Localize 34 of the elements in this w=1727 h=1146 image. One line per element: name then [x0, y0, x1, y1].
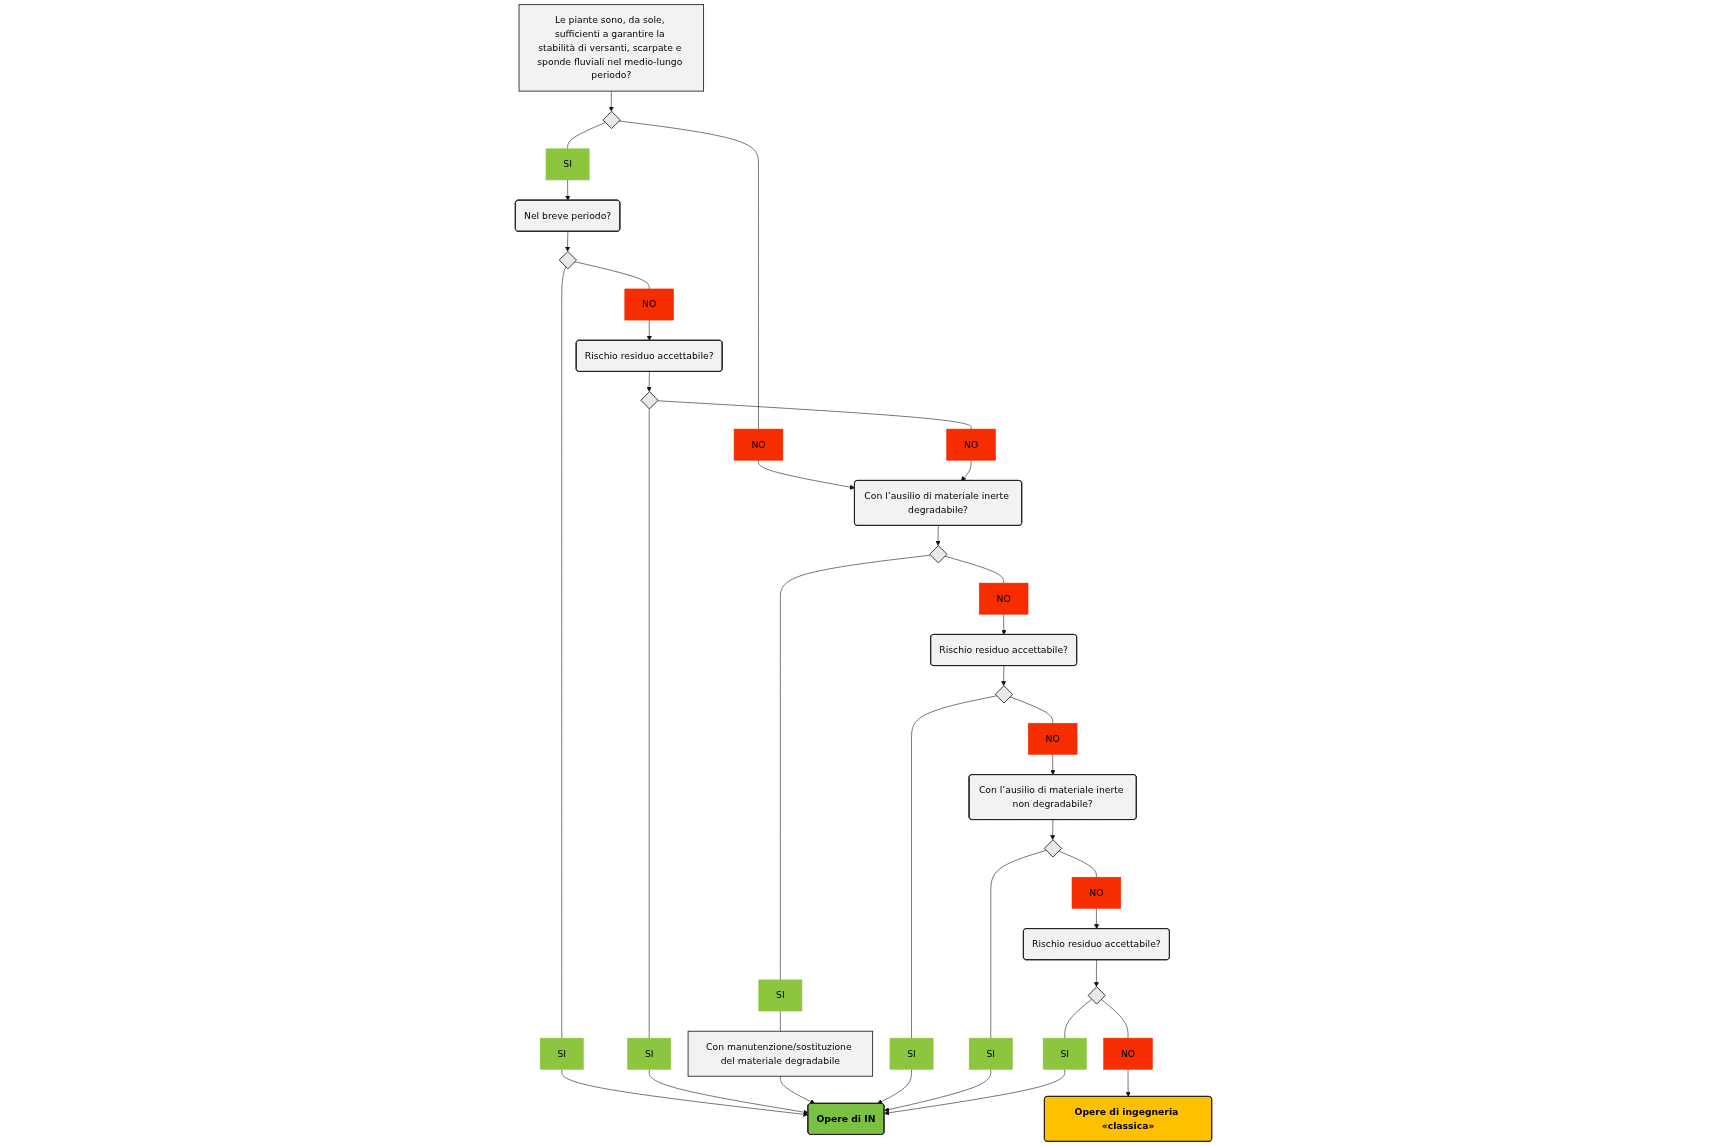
connector: [911, 695, 997, 1039]
node-box: NO: [1103, 1037, 1153, 1070]
node-box: NO: [979, 582, 1029, 615]
connector: [648, 408, 650, 1039]
node-diamond: [1043, 839, 1063, 858]
connector: [618, 120, 759, 430]
node-box: SI: [968, 1037, 1013, 1070]
node-box: SI: [758, 979, 803, 1012]
node-box: NO: [733, 428, 784, 461]
node-box: SI: [539, 1037, 584, 1070]
node-diamond: [929, 545, 948, 564]
node-diamond: [1087, 986, 1106, 1005]
node-box: NO: [946, 428, 996, 461]
connector: [1100, 999, 1129, 1039]
node-box: Con manutenzione/sostituzione del materiale degradabile: [687, 1030, 874, 1077]
node-box: NO: [1028, 722, 1078, 755]
connector: [1058, 850, 1097, 878]
node-diamond: [558, 251, 577, 270]
node-box: SI: [627, 1037, 672, 1070]
node-box: SI: [889, 1037, 934, 1070]
connector: [780, 554, 931, 981]
node-diamond: [602, 110, 621, 130]
node-diamond: [994, 685, 1014, 704]
connector: [567, 122, 606, 150]
node-box: NO: [1071, 876, 1122, 909]
node-box: NO: [624, 288, 674, 321]
node-box: SI: [545, 148, 590, 181]
connector: [561, 266, 566, 1039]
connector: [780, 1010, 781, 1032]
node-box: SI: [1042, 1037, 1087, 1070]
connector: [657, 400, 972, 430]
node-box: Le piante sono, da sole, sufficienti a garantire la stabilità di versanti, scarpate e sponde fluviali nel medio-lungo periodo?: [518, 4, 705, 92]
node-diamond: [640, 391, 659, 410]
connector: [990, 850, 1047, 1039]
